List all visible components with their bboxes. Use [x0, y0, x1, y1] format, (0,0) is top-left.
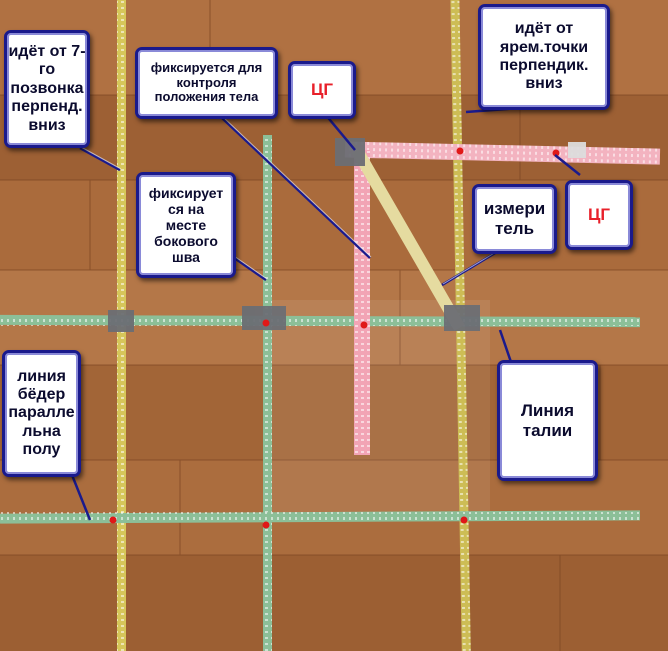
callout-jugular-vertical: идёт от ярем.точки перпендик. вниз [478, 4, 610, 110]
tape-waist [0, 314, 641, 328]
callout-measurer: измери тель [472, 184, 557, 254]
callout-side-seam: фиксирует ся на месте бокового шва [136, 172, 236, 278]
tape-hip [0, 510, 641, 524]
callout-cg-right: ЦГ [565, 180, 633, 250]
callout-hip-line: линия бёдер паралле льна полу [2, 350, 81, 477]
callout-body-position: фиксируется для контроля положения тела [135, 47, 278, 119]
tape-pink-vertical [354, 150, 370, 455]
tape-measurer-diagonal [351, 147, 465, 331]
callout-cg-left: ЦГ [288, 61, 356, 119]
callout-waist-line: Линия талии [497, 360, 598, 481]
tape-green-vertical [263, 135, 272, 651]
duct-tape-patches [108, 138, 586, 332]
red-markers [109, 147, 560, 529]
callout-spine-vertical: идёт от 7- го позвонка перпенд. вниз [4, 30, 90, 148]
pointer-lines-shadow [80, 116, 502, 285]
